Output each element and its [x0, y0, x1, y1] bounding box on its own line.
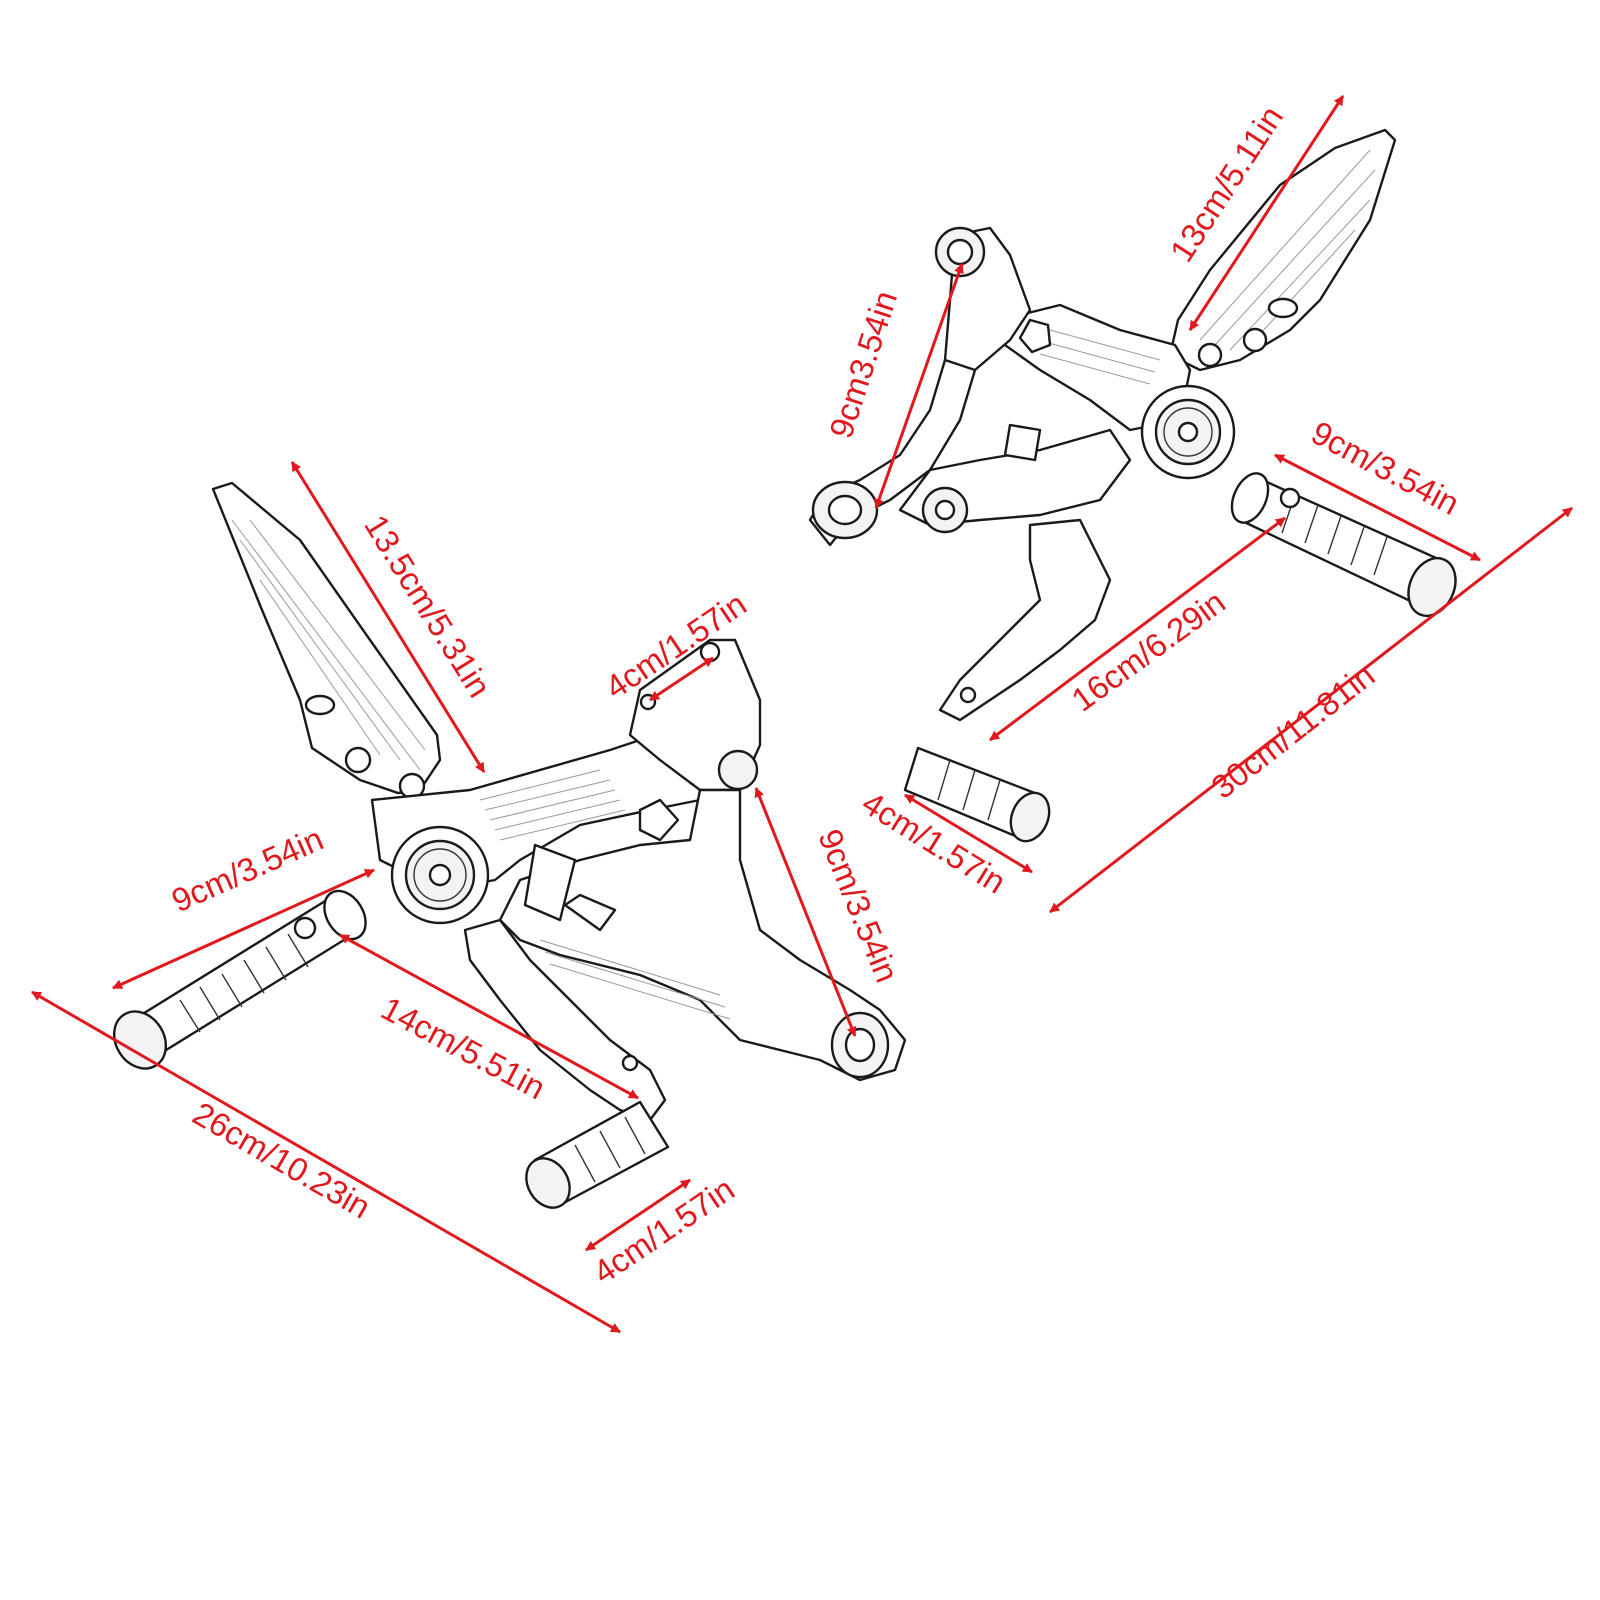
dimension-lines [31, 95, 1573, 1334]
right-rearset-drawing [808, 128, 1457, 843]
right-lever-peg-length-line [904, 793, 1033, 874]
right-footpeg-length-label: 9cm/3.54in [1305, 414, 1465, 522]
right-overall-width-line [1049, 506, 1573, 914]
left-footpeg [112, 889, 367, 1070]
left-mount-to-mount-line [754, 787, 857, 1037]
left-lever-peg-length-label: 4cm/1.57in [586, 1170, 741, 1291]
right-mount-to-mount-label: 9cm3.54in [822, 286, 904, 442]
left-overall-width-line [31, 990, 621, 1334]
left-footpeg-length-line [112, 868, 375, 990]
left-footpeg-length-label: 9cm/3.54in [166, 820, 329, 919]
right-overall-width-label: 30cm/11.81in [1204, 656, 1381, 806]
left-heel-guard [211, 481, 442, 795]
left-overall-width-label: 26cm/10.23in [187, 1094, 377, 1225]
left-heel-guard-height-line [290, 461, 486, 773]
left-lever-peg [525, 1100, 670, 1209]
right-heel-guard-height-line [1188, 95, 1345, 331]
right-mount-to-mount-line [874, 263, 964, 509]
left-top-mount-spacing-line [649, 656, 714, 702]
